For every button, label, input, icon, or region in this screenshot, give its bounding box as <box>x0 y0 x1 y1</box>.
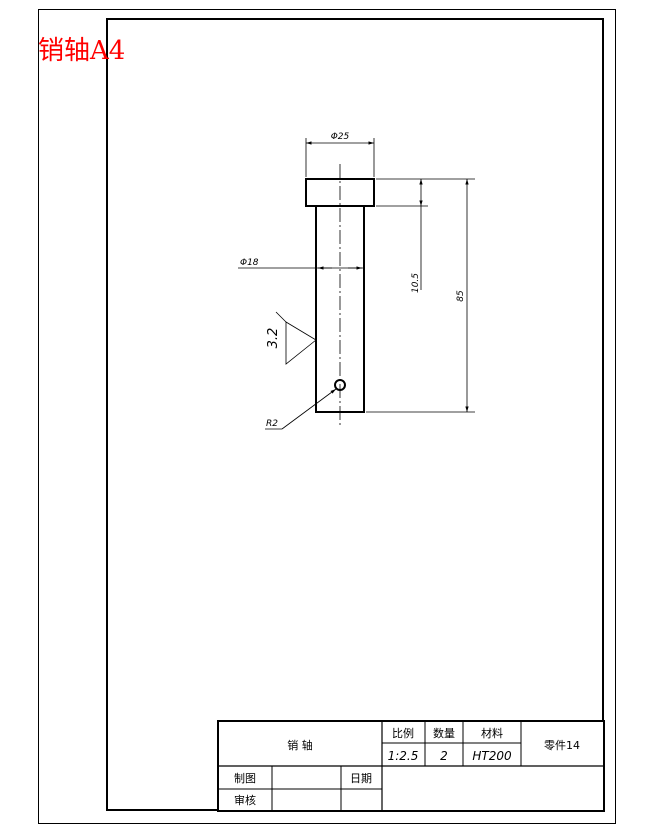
date-label: 日期 <box>350 772 372 785</box>
scale-value: 1:2.5 <box>388 749 419 763</box>
hole-radius-callout: R2 <box>265 388 337 430</box>
head-height-label: 10.5 <box>411 273 421 293</box>
part-name: 销 轴 <box>287 738 313 752</box>
material-label: 材料 <box>481 726 503 740</box>
part-number: 零件14 <box>544 739 580 752</box>
overall-length-label: 85 <box>456 290 466 302</box>
shaft-diameter-label: Φ18 <box>240 258 259 268</box>
cross-hole <box>334 379 346 391</box>
checked-by-label: 审核 <box>234 793 256 807</box>
drawn-by-label: 制图 <box>234 772 256 785</box>
overall-length-dimension: 85 <box>366 179 475 413</box>
roughness-symbol: 3.2 <box>266 311 317 365</box>
title-block: 销 轴 比例 数量 材料 1:2.5 2 HT200 零件14 制图 日期 审核 <box>217 720 605 812</box>
hole-radius-label: R2 <box>266 419 278 429</box>
shaft-diameter-dimension: Φ18 <box>238 258 364 270</box>
head-diameter-label: Φ25 <box>331 132 350 142</box>
sheet-title: 销轴A4 <box>38 36 126 66</box>
material-value: HT200 <box>472 749 512 763</box>
outer-frame <box>38 9 616 824</box>
scale-label: 比例 <box>392 726 414 740</box>
roughness-label: 3.2 <box>266 328 281 349</box>
head-diameter-dimension: Φ25 <box>305 132 375 177</box>
quantity-value: 2 <box>440 749 448 763</box>
quantity-label: 数量 <box>433 727 455 740</box>
head-height-dimension: 10.5 <box>376 178 475 293</box>
pin-part <box>305 164 375 428</box>
